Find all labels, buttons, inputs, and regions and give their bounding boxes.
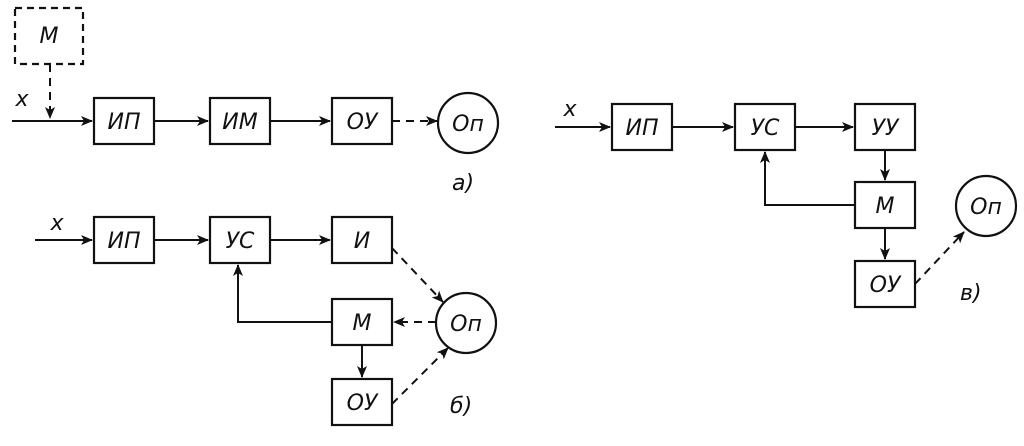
diagram-v-block-ip-label: ИП <box>626 116 659 141</box>
diagram-a: М x ИП ИМ ОУ Оп а) <box>12 6 500 196</box>
diagram-v-block-uu <box>853 102 917 152</box>
diagram-v-block-ou-label: ОУ <box>870 273 902 298</box>
diagram-b-block-ou <box>330 377 394 427</box>
diagram-v: x ИП УС УУ М ОУ Оп в) <box>555 97 1018 309</box>
diagram-a-block-op-label: Оп <box>452 112 484 137</box>
diagram-v-block-m-label: М <box>876 194 895 219</box>
diagram-b-block-op-label: Оп <box>450 312 482 337</box>
diagram-v-block-uu-label: УУ <box>872 116 900 141</box>
diagram-v-arrow-ou-op-dashed <box>914 231 965 285</box>
diagram-a-caption: а) <box>452 171 474 196</box>
diagram-v-input-label: x <box>562 97 577 122</box>
diagram-v-arrow-m-us-feedback <box>760 151 855 206</box>
diagram-a-block-m <box>13 6 85 66</box>
diagram-v-block-op <box>954 174 1018 238</box>
diagram-a-block-ou-label: ОУ <box>347 110 379 135</box>
diagram-a-block-ip-label: ИП <box>108 110 141 135</box>
diagram-b: x ИП УС И Оп М ОУ б) <box>35 211 498 427</box>
diagram-b-caption: б) <box>450 394 472 419</box>
diagram-b-arrow-ou-op-dashed <box>391 347 449 405</box>
diagram-a-block-op <box>436 91 500 155</box>
diagram-a-block-im <box>208 96 272 146</box>
diagram-v-block-op-label: Оп <box>970 195 1002 220</box>
diagram-a-input-label: x <box>14 87 29 112</box>
diagram-b-block-m-label: М <box>353 311 372 336</box>
diagram-b-block-i-label: И <box>354 229 370 254</box>
diagram-b-block-ip-label: ИП <box>108 229 141 254</box>
diagram-b-arrow-m-us-feedback <box>233 264 332 323</box>
diagram-b-block-us-label: УС <box>226 229 255 254</box>
diagram-v-block-ip <box>610 102 674 152</box>
diagram-a-block-ou <box>330 96 394 146</box>
diagram-a-block-m-label: М <box>40 24 59 49</box>
diagram-b-input-label: x <box>49 211 64 236</box>
diagram-b-arrow-i-op-dashed <box>391 247 444 303</box>
diagram-a-block-ip <box>92 96 156 146</box>
diagram-v-caption: в) <box>960 281 982 306</box>
diagram-b-block-ou-label: ОУ <box>347 391 379 416</box>
diagram-a-block-im-label: ИМ <box>222 110 257 135</box>
diagram-b-block-ip <box>92 215 156 265</box>
diagram-v-block-us-label: УС <box>751 116 780 141</box>
diagram-b-block-i <box>330 215 394 265</box>
